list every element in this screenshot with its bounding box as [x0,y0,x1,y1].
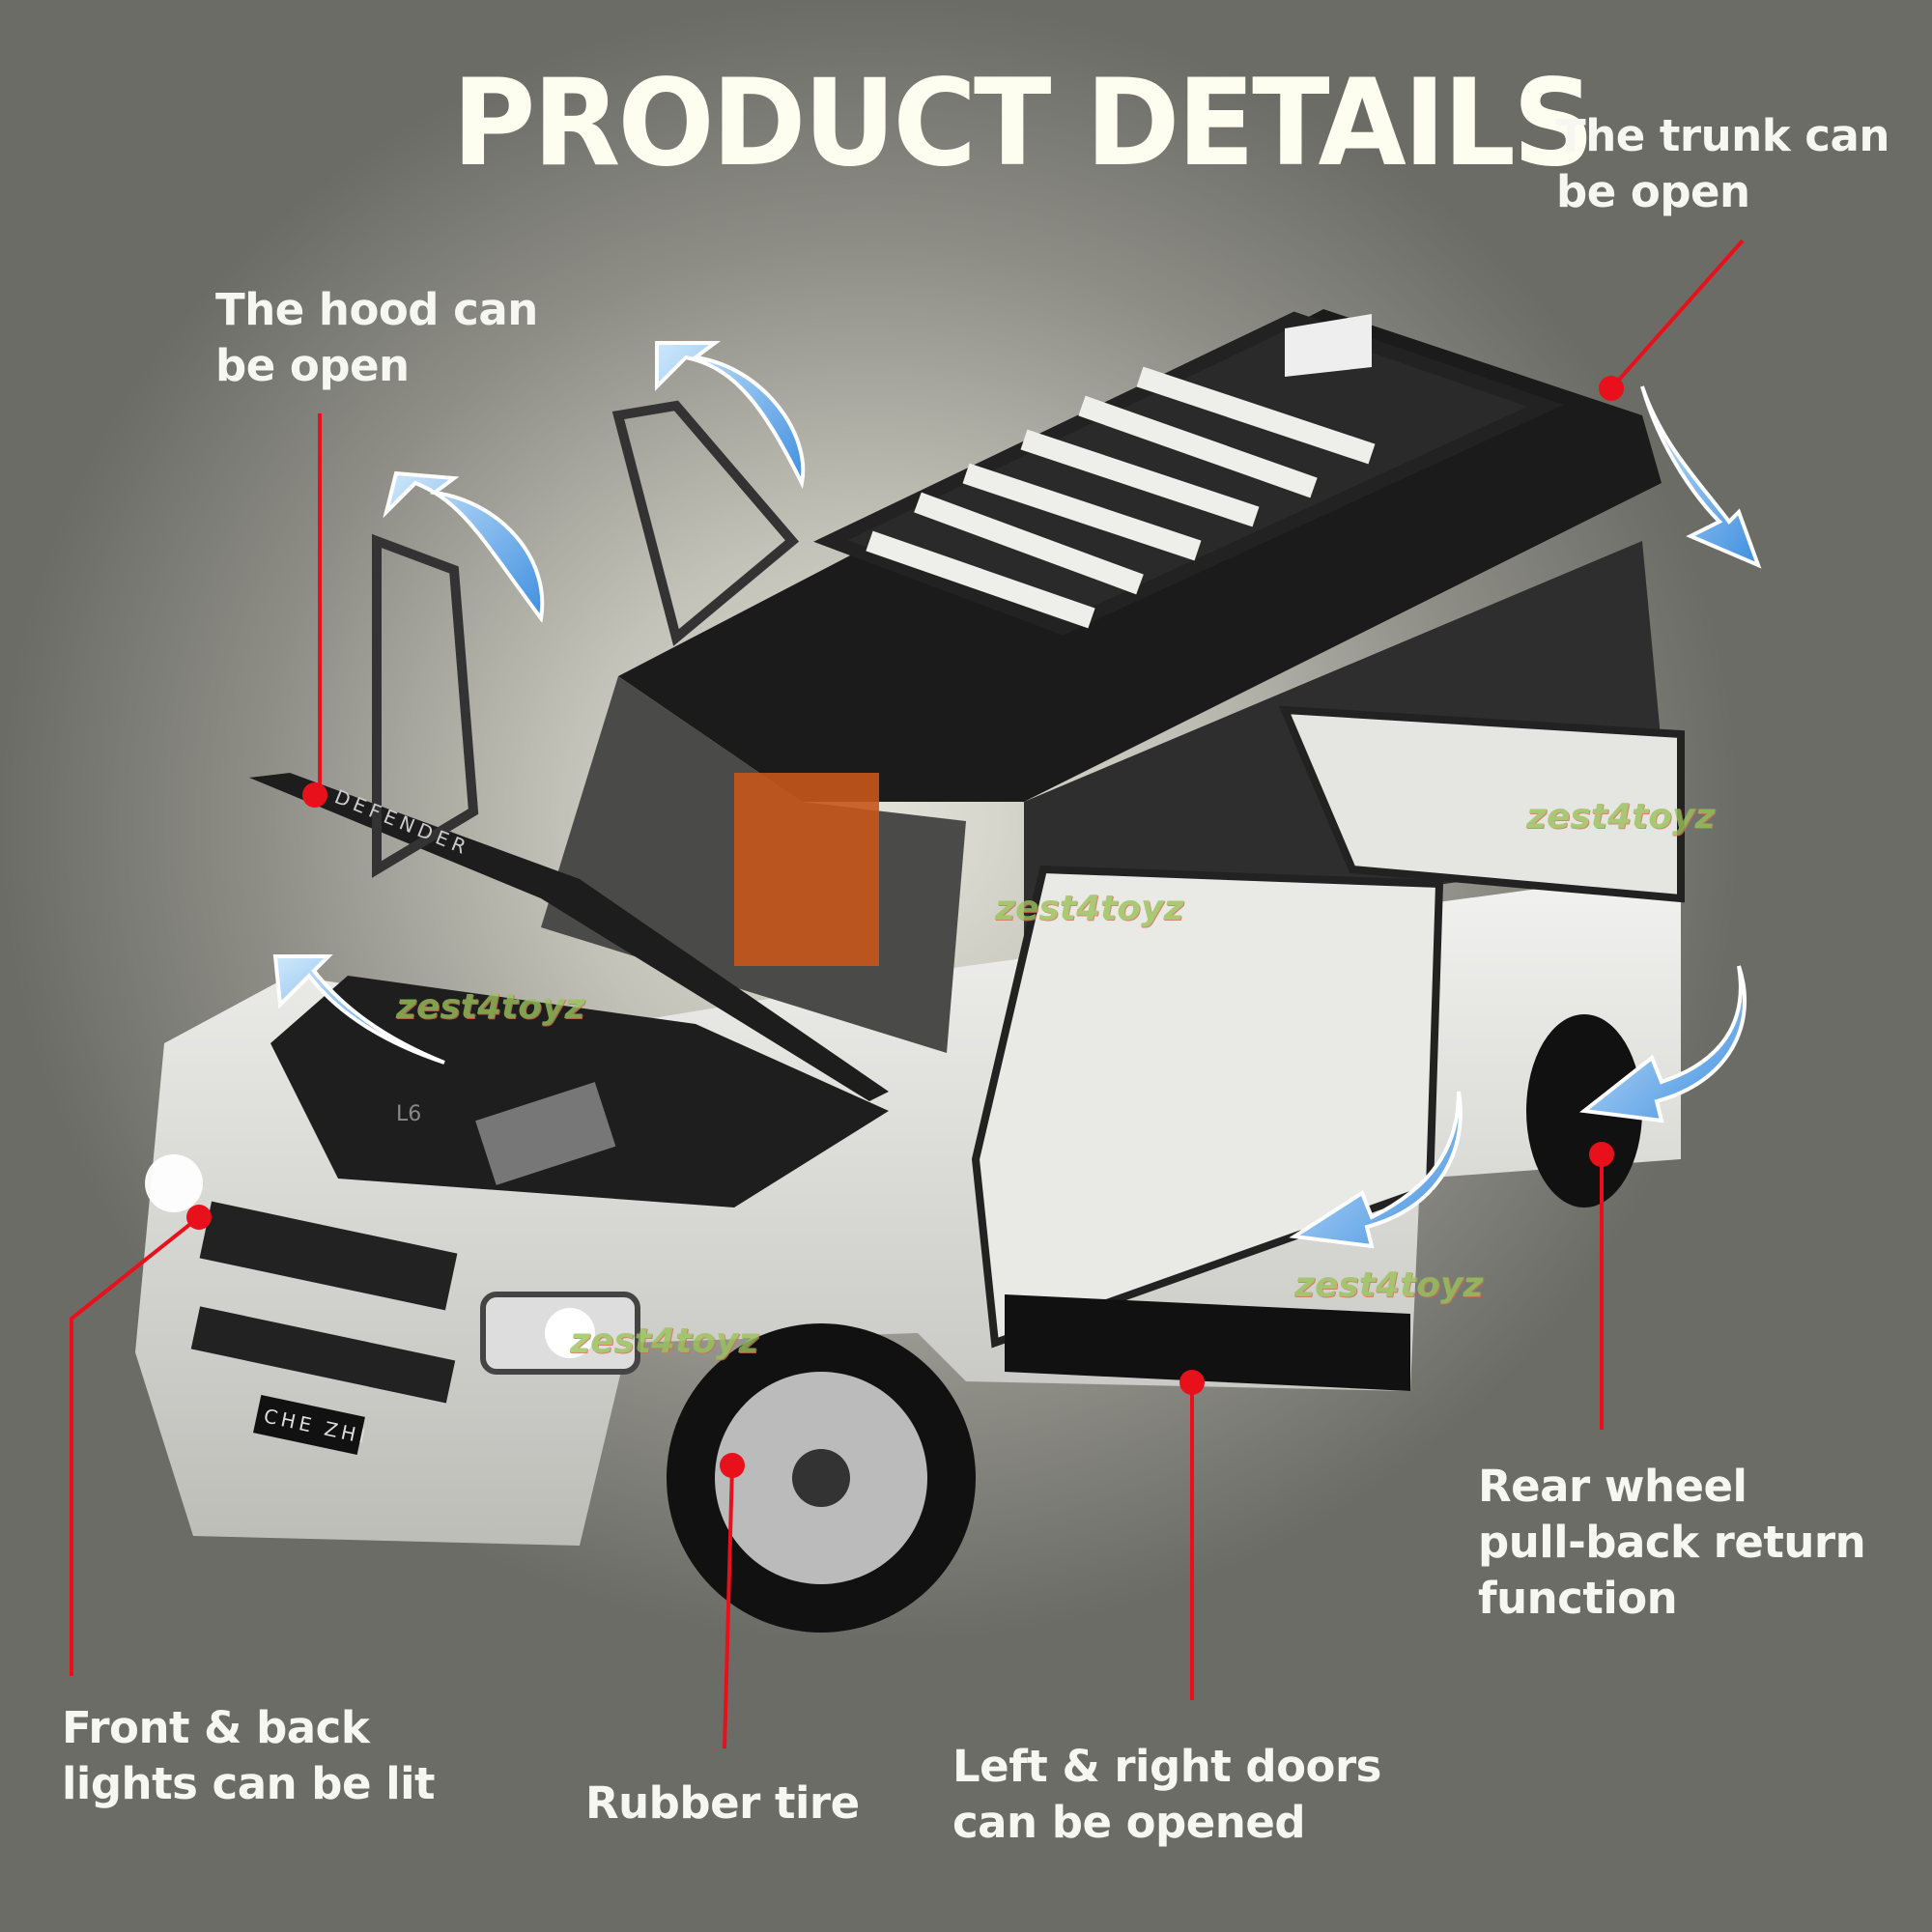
callout-text: lights can be lit [62,1758,436,1809]
watermark: zest4toyz [396,987,585,1027]
callout-text: can be opened [952,1797,1306,1848]
callout-text: Rubber tire [585,1777,860,1829]
open-left-door [372,533,479,878]
seat [734,773,879,966]
watermark: zest4toyz [1526,797,1716,837]
callout-text: The trunk can [1556,110,1889,161]
callout-text: Left & right doors [952,1741,1381,1792]
open-hood [249,773,889,1101]
open-left-rear-door [611,400,800,646]
callout-text: function [1478,1573,1678,1624]
watermark: zest4toyz [570,1321,759,1361]
roof-rack [813,311,1564,636]
open-rear-door [1278,705,1685,903]
front-wheel [667,1323,976,1633]
callout-text: The hood can [215,284,538,335]
callout-lines [70,239,1745,1749]
watermark: zest4toyz [1294,1265,1484,1305]
callout-text: pull-back return [1478,1517,1866,1568]
callout-text: Rear wheel [1478,1461,1747,1512]
callout-dots [186,376,1624,1478]
callout-text: be open [1556,166,1750,217]
callout-text: be open [215,340,410,391]
arrow-icons [272,341,1762,1249]
watermark: zest4toyz [995,889,1184,928]
page-title: PRODUCT DETAILS [452,52,1595,193]
callout-tire: Rubber tire [585,1776,860,1832]
callout-text: Front & back [62,1702,370,1753]
